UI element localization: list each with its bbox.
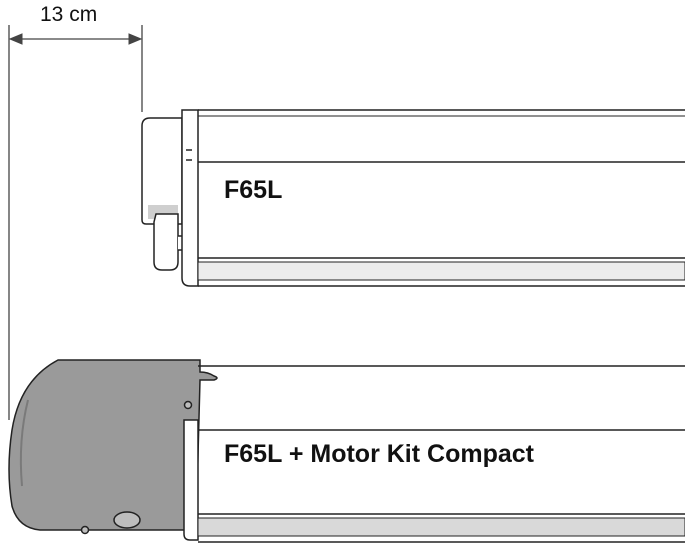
dimension-arrow-left [8,33,23,45]
bottom-strip-top [197,261,685,281]
product-label-f65l-motor-kit: F65L + Motor Kit Compact [224,440,534,468]
dimension-arrow-right [128,33,143,45]
crank-lever [153,213,179,271]
motor-cover [8,359,218,531]
awning-bottom [8,359,685,543]
dimension-label: 13 cm [40,3,98,26]
dimension-indicator [8,25,143,420]
awning-top [141,109,685,287]
side-plate-top [181,109,199,287]
product-label-f65l: F65L [224,176,283,204]
bottom-strip-b [197,517,685,537]
motor-port [113,511,141,529]
motor-cover-highlight [19,399,29,487]
cover-screw [183,400,193,410]
side-plate-bottom [183,419,199,541]
motor-screw [80,525,90,535]
